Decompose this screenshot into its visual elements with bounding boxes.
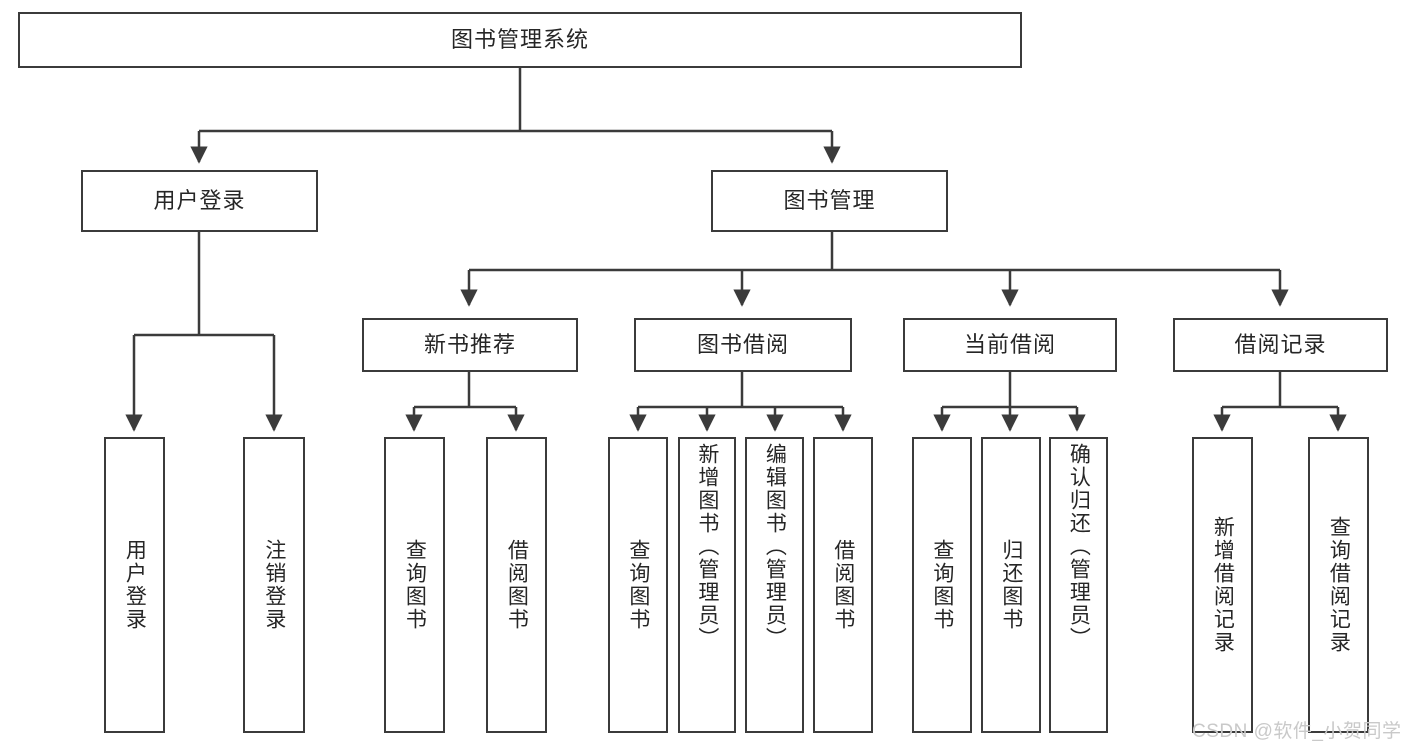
node-label: 查询图书	[403, 539, 427, 631]
node-label: 查询图书	[626, 539, 650, 631]
leaf-user-login-logout[interactable]: 注销登录	[243, 437, 305, 733]
leaf-borrow-edit-book-admin[interactable]: 编辑图书（管理员）	[745, 437, 804, 733]
node-new-book-recommend[interactable]: 新书推荐	[362, 318, 578, 372]
node-label: 当前借阅	[963, 331, 1056, 357]
node-label: 注销登录	[262, 539, 286, 631]
node-book-management[interactable]: 图书管理	[711, 170, 948, 232]
leaf-borrow-query-book[interactable]: 查询图书	[608, 437, 668, 733]
leaf-borrow-add-book-admin[interactable]: 新增图书（管理员）	[678, 437, 736, 733]
leaf-current-query-book[interactable]: 查询图书	[912, 437, 972, 733]
node-label: 借阅图书	[831, 539, 855, 631]
node-label: 图书管理	[783, 187, 876, 213]
leaf-recommend-borrow-book[interactable]: 借阅图书	[486, 437, 547, 733]
node-label: 归还图书	[999, 539, 1023, 631]
leaf-record-query-record[interactable]: 查询借阅记录	[1308, 437, 1369, 733]
node-label: 借阅记录	[1234, 331, 1327, 357]
node-label: 用户登录	[153, 187, 246, 213]
leaf-recommend-query-book[interactable]: 查询图书	[384, 437, 445, 733]
node-book-borrow[interactable]: 图书借阅	[634, 318, 852, 372]
node-label: 图书借阅	[696, 331, 789, 357]
node-label: 用户登录	[123, 539, 147, 631]
node-current-borrow[interactable]: 当前借阅	[903, 318, 1117, 372]
leaf-record-add-record[interactable]: 新增借阅记录	[1192, 437, 1253, 733]
node-borrow-record[interactable]: 借阅记录	[1173, 318, 1388, 372]
node-label: 新增借阅记录	[1211, 516, 1235, 654]
node-label: 新增图书（管理员）	[695, 443, 719, 650]
node-label: 借阅图书	[505, 539, 529, 631]
node-label: 查询借阅记录	[1327, 516, 1351, 654]
node-label: 确认归还（管理员）	[1067, 443, 1091, 650]
leaf-current-confirm-return-admin[interactable]: 确认归还（管理员）	[1049, 437, 1108, 733]
node-label: 图书管理系统	[450, 26, 589, 52]
csdn-watermark: CSDN @软件_小贺同学	[1192, 721, 1402, 742]
leaf-current-return-book[interactable]: 归还图书	[981, 437, 1041, 733]
leaf-borrow-borrow-book[interactable]: 借阅图书	[813, 437, 873, 733]
leaf-user-login-login[interactable]: 用户登录	[104, 437, 165, 733]
node-label: 查询图书	[930, 539, 954, 631]
node-label: 新书推荐	[423, 331, 516, 357]
node-user-login[interactable]: 用户登录	[81, 170, 318, 232]
node-label: 编辑图书（管理员）	[763, 443, 787, 650]
node-root[interactable]: 图书管理系统	[18, 12, 1022, 68]
